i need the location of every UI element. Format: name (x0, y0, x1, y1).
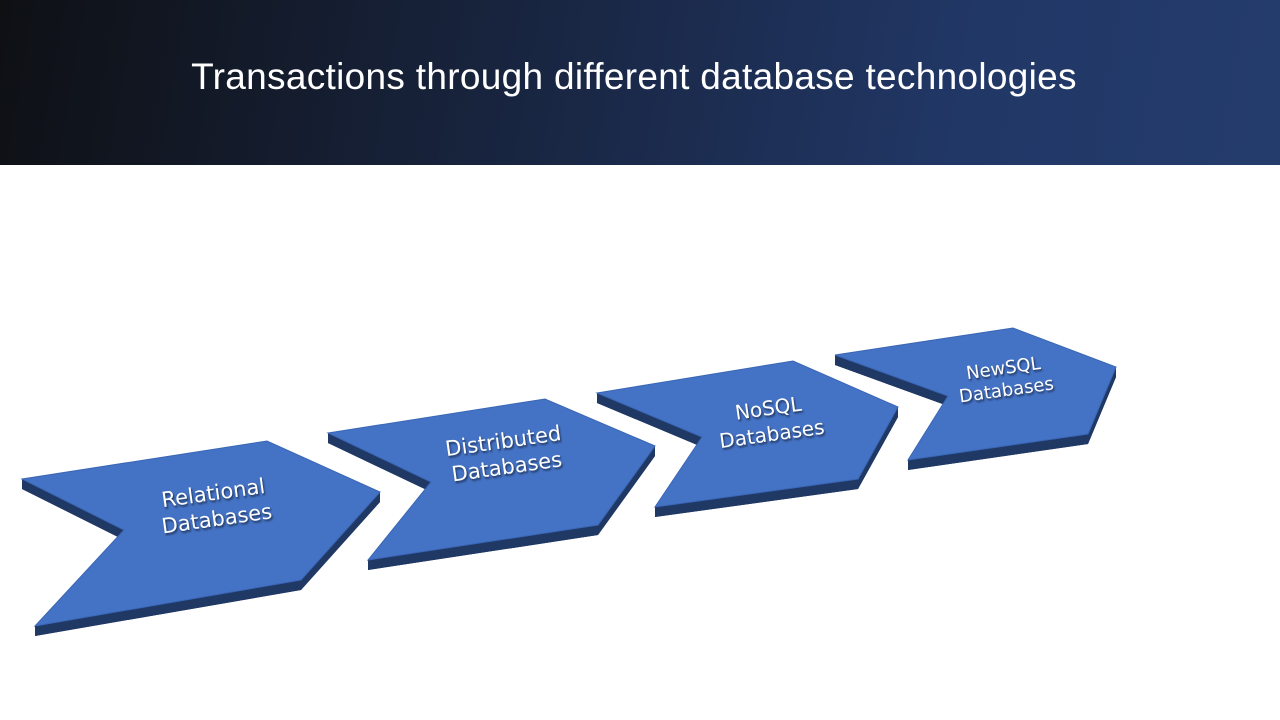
chevron-newsql (834, 327, 1117, 461)
chevron-nosql (595, 360, 899, 508)
chevron-newsql-edge (1088, 367, 1116, 444)
chevron-relational-edge (35, 580, 301, 636)
chevron-nosql-edge (597, 393, 702, 447)
chevron-relational-edge (301, 492, 380, 590)
chevron-newsql-edge (908, 434, 1088, 470)
chevron-relational-edge (22, 479, 124, 540)
chevron-distributed (326, 398, 656, 561)
slide-header: Transactions through different database … (0, 0, 1280, 165)
chevron-relational (20, 440, 381, 627)
chevron-distributed-edge (368, 525, 598, 570)
chevron-distributed-edge (598, 446, 655, 535)
slide-title: Transactions through different database … (191, 56, 1077, 97)
chevron-nosql-edge (655, 479, 858, 517)
chevron-newsql-edge (835, 355, 948, 406)
chevron-distributed-edge (328, 433, 431, 492)
chevron-nosql-edge (858, 407, 898, 489)
